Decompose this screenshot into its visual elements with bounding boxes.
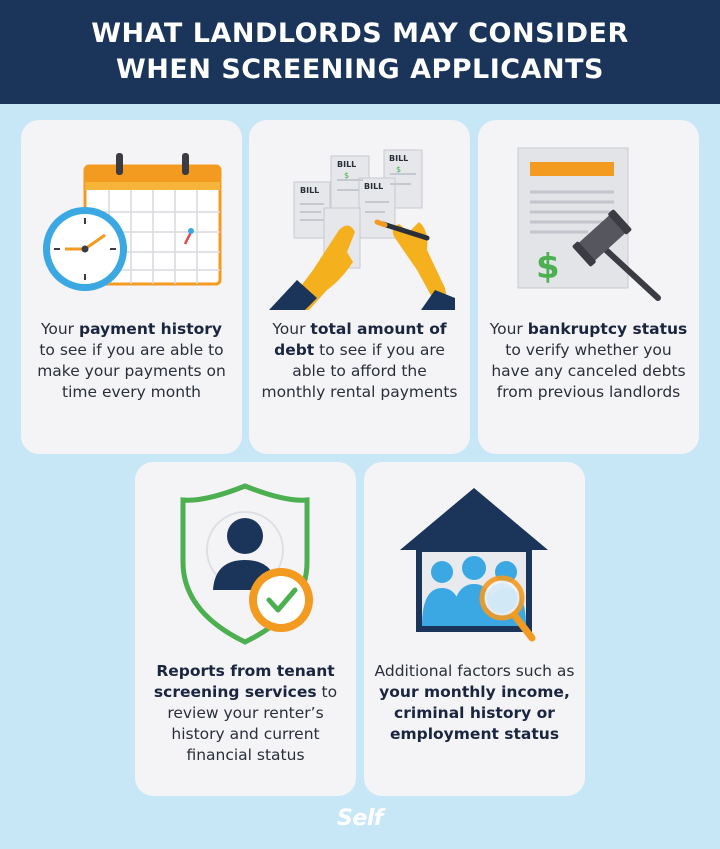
- dollar-sign: $: [536, 247, 560, 287]
- card-text-bold: bankruptcy status: [527, 320, 688, 338]
- card-additional-factors: Additional factors such as your monthly …: [364, 462, 585, 796]
- header-banner: WHAT LANDLORDS MAY CONSIDER WHEN SCREENI…: [0, 0, 720, 104]
- card-text: Your total amount of debt to see if you …: [261, 320, 458, 401]
- card-total-debt: BILL BILL BILL BILL $$ Your total amo: [249, 120, 470, 454]
- bills-hands-pen-icon: BILL BILL BILL BILL $ $: [269, 149, 455, 310]
- card-text-bold: your monthly income, criminal history or…: [379, 683, 570, 743]
- document-gavel-icon: $: [517, 147, 661, 301]
- card-bankruptcy-status: $ Your bankruptcy status to verify wheth…: [478, 120, 699, 454]
- svg-text:$: $: [396, 165, 401, 174]
- page-title: WHAT LANDLORDS MAY CONSIDER WHEN SCREENI…: [91, 16, 628, 88]
- title-line-2: WHEN SCREENING APPLICANTS: [116, 54, 604, 85]
- shield-person-check-icon: [180, 483, 313, 645]
- title-line-1: WHAT LANDLORDS MAY CONSIDER: [91, 18, 629, 49]
- bill-label: BILL: [364, 182, 383, 191]
- calendar-clock-icon: [43, 153, 222, 291]
- bill-label: BILL: [337, 160, 356, 169]
- card-text: Additional factors such as your monthly …: [374, 662, 575, 743]
- card-text-bold: total amount of debt: [274, 320, 447, 359]
- bill-label: BILL: [300, 186, 319, 195]
- card-payment-history: Your payment history to see if you are a…: [21, 120, 242, 454]
- house-people-magnifier-icon: [400, 488, 548, 642]
- card-text: Reports from tenant screening services t…: [153, 662, 338, 764]
- card-tenant-screening: Reports from tenant screening services t…: [135, 462, 356, 796]
- svg-text:$: $: [344, 171, 349, 180]
- card-text-bold: payment history: [78, 320, 223, 338]
- card-text-bold: Reports from tenant screening services: [153, 662, 335, 701]
- card-text: Your bankruptcy status to verify whether…: [489, 320, 688, 401]
- bill-label: BILL: [389, 154, 408, 163]
- card-text: Your payment history to see if you are a…: [37, 320, 226, 401]
- self-logo: Self: [337, 806, 383, 831]
